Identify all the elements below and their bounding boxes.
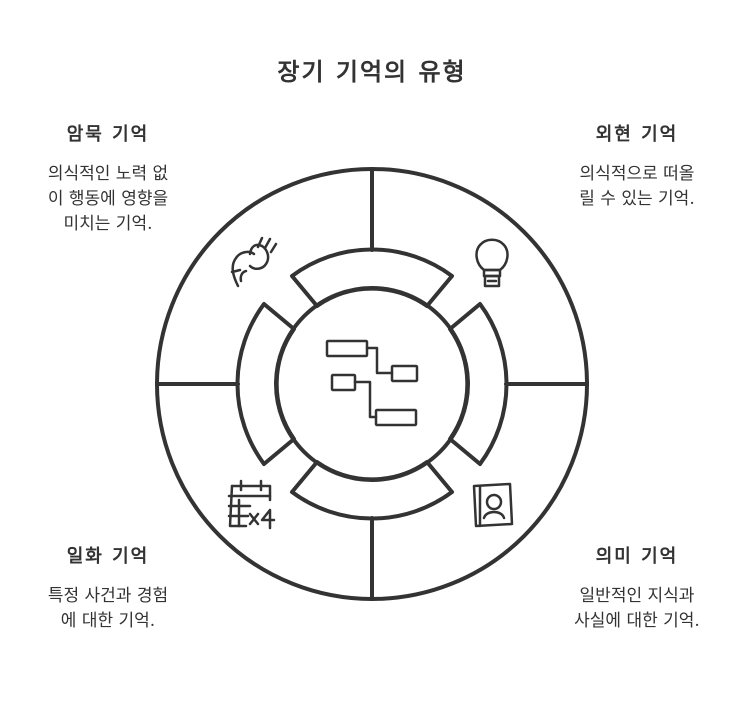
lightbulb-icon: [475, 238, 509, 288]
center-circle: [274, 286, 470, 482]
desc-line: 미치는 기억.: [63, 214, 153, 234]
explicit-memory-description: 의식적으로 떠올 릴 수 있는 기억.: [537, 162, 737, 212]
arc-segment-top: [290, 247, 454, 308]
desc-line: 에 대한 기억.: [60, 611, 156, 631]
episodic-memory-description: 특정 사건과 경험 에 대한 기억.: [8, 584, 208, 634]
explicit-memory-title: 외현 기억: [595, 124, 679, 145]
episodic-memory-block: 일화 기억 특정 사건과 경험 에 대한 기억.: [8, 542, 208, 634]
implicit-memory-block: 암묵 기억 의식적인 노력 없 이 행동에 영향을 미치는 기억.: [8, 120, 208, 237]
diagram-title: 장기 기억의 유형: [277, 57, 467, 86]
flowchart-icon: [325, 339, 419, 427]
book-icon: [472, 482, 514, 528]
desc-line: 의식적으로 떠올: [579, 164, 695, 184]
calendar-icon: [227, 479, 276, 530]
desc-line: 의식적인 노력 없: [47, 164, 169, 184]
desc-line: 이 행동에 영향을: [47, 189, 169, 209]
semantic-memory-description: 일반적인 지식과 사실에 대한 기억.: [537, 584, 737, 634]
arc-segment-right: [448, 302, 509, 466]
desc-line: 사실에 대한 기억.: [574, 611, 700, 631]
episodic-memory-title: 일화 기억: [66, 546, 150, 567]
desc-line: 일반적인 지식과: [579, 586, 695, 606]
hand-memory-icon: [230, 236, 278, 288]
semantic-memory-title: 의미 기억: [595, 546, 679, 567]
semantic-memory-block: 의미 기억 일반적인 지식과 사실에 대한 기억.: [537, 542, 737, 634]
implicit-memory-description: 의식적인 노력 없 이 행동에 영향을 미치는 기억.: [8, 162, 208, 237]
explicit-memory-block: 외현 기억 의식적으로 떠올 릴 수 있는 기억.: [537, 120, 737, 212]
arc-segment-left: [235, 302, 296, 466]
desc-line: 특정 사건과 경험: [47, 586, 169, 606]
implicit-memory-title: 암묵 기억: [66, 124, 150, 145]
desc-line: 릴 수 있는 기억.: [579, 189, 695, 209]
arc-segment-bottom: [290, 460, 454, 521]
